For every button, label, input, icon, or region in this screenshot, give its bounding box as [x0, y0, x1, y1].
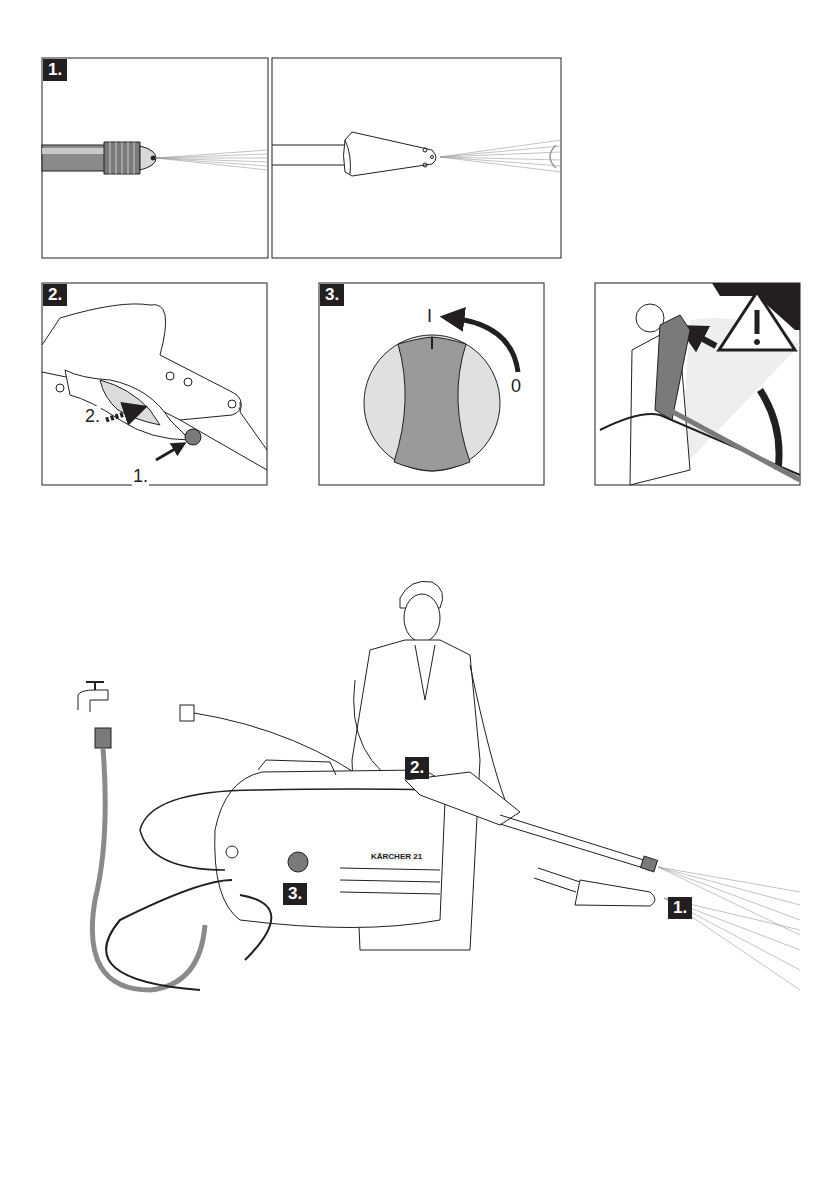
callout-number: 1. — [668, 897, 692, 919]
callout-number: 3. — [283, 883, 307, 905]
panel-frame — [319, 283, 544, 485]
step-number: 1. — [43, 59, 67, 81]
pressure-washer — [106, 760, 445, 990]
push-arrow — [106, 410, 136, 420]
high-pressure-hose — [140, 789, 430, 870]
spray-gun — [42, 304, 267, 470]
power-switch-dial — [364, 318, 518, 471]
callout-number: 1. — [132, 466, 149, 486]
panel-frame — [272, 58, 561, 258]
rotary-nozzle — [272, 132, 561, 176]
brand-name: KÄRCHER 21 — [370, 852, 423, 861]
rotary-nozzle — [534, 868, 800, 990]
push-arrow — [156, 446, 180, 460]
panel-frame — [595, 283, 800, 485]
panel-frame — [42, 58, 268, 258]
switch-position: 0 — [510, 376, 522, 396]
step-number: 3. — [320, 284, 344, 306]
switch-position: I — [426, 306, 433, 326]
step-number: 2. — [43, 284, 67, 306]
callout-number: 2. — [84, 406, 101, 426]
callout-number: 2. — [405, 757, 429, 779]
panel-frame — [42, 283, 267, 485]
spray-lance — [405, 772, 800, 935]
kickback-warning — [600, 283, 800, 485]
lance-nozzle — [42, 142, 268, 174]
